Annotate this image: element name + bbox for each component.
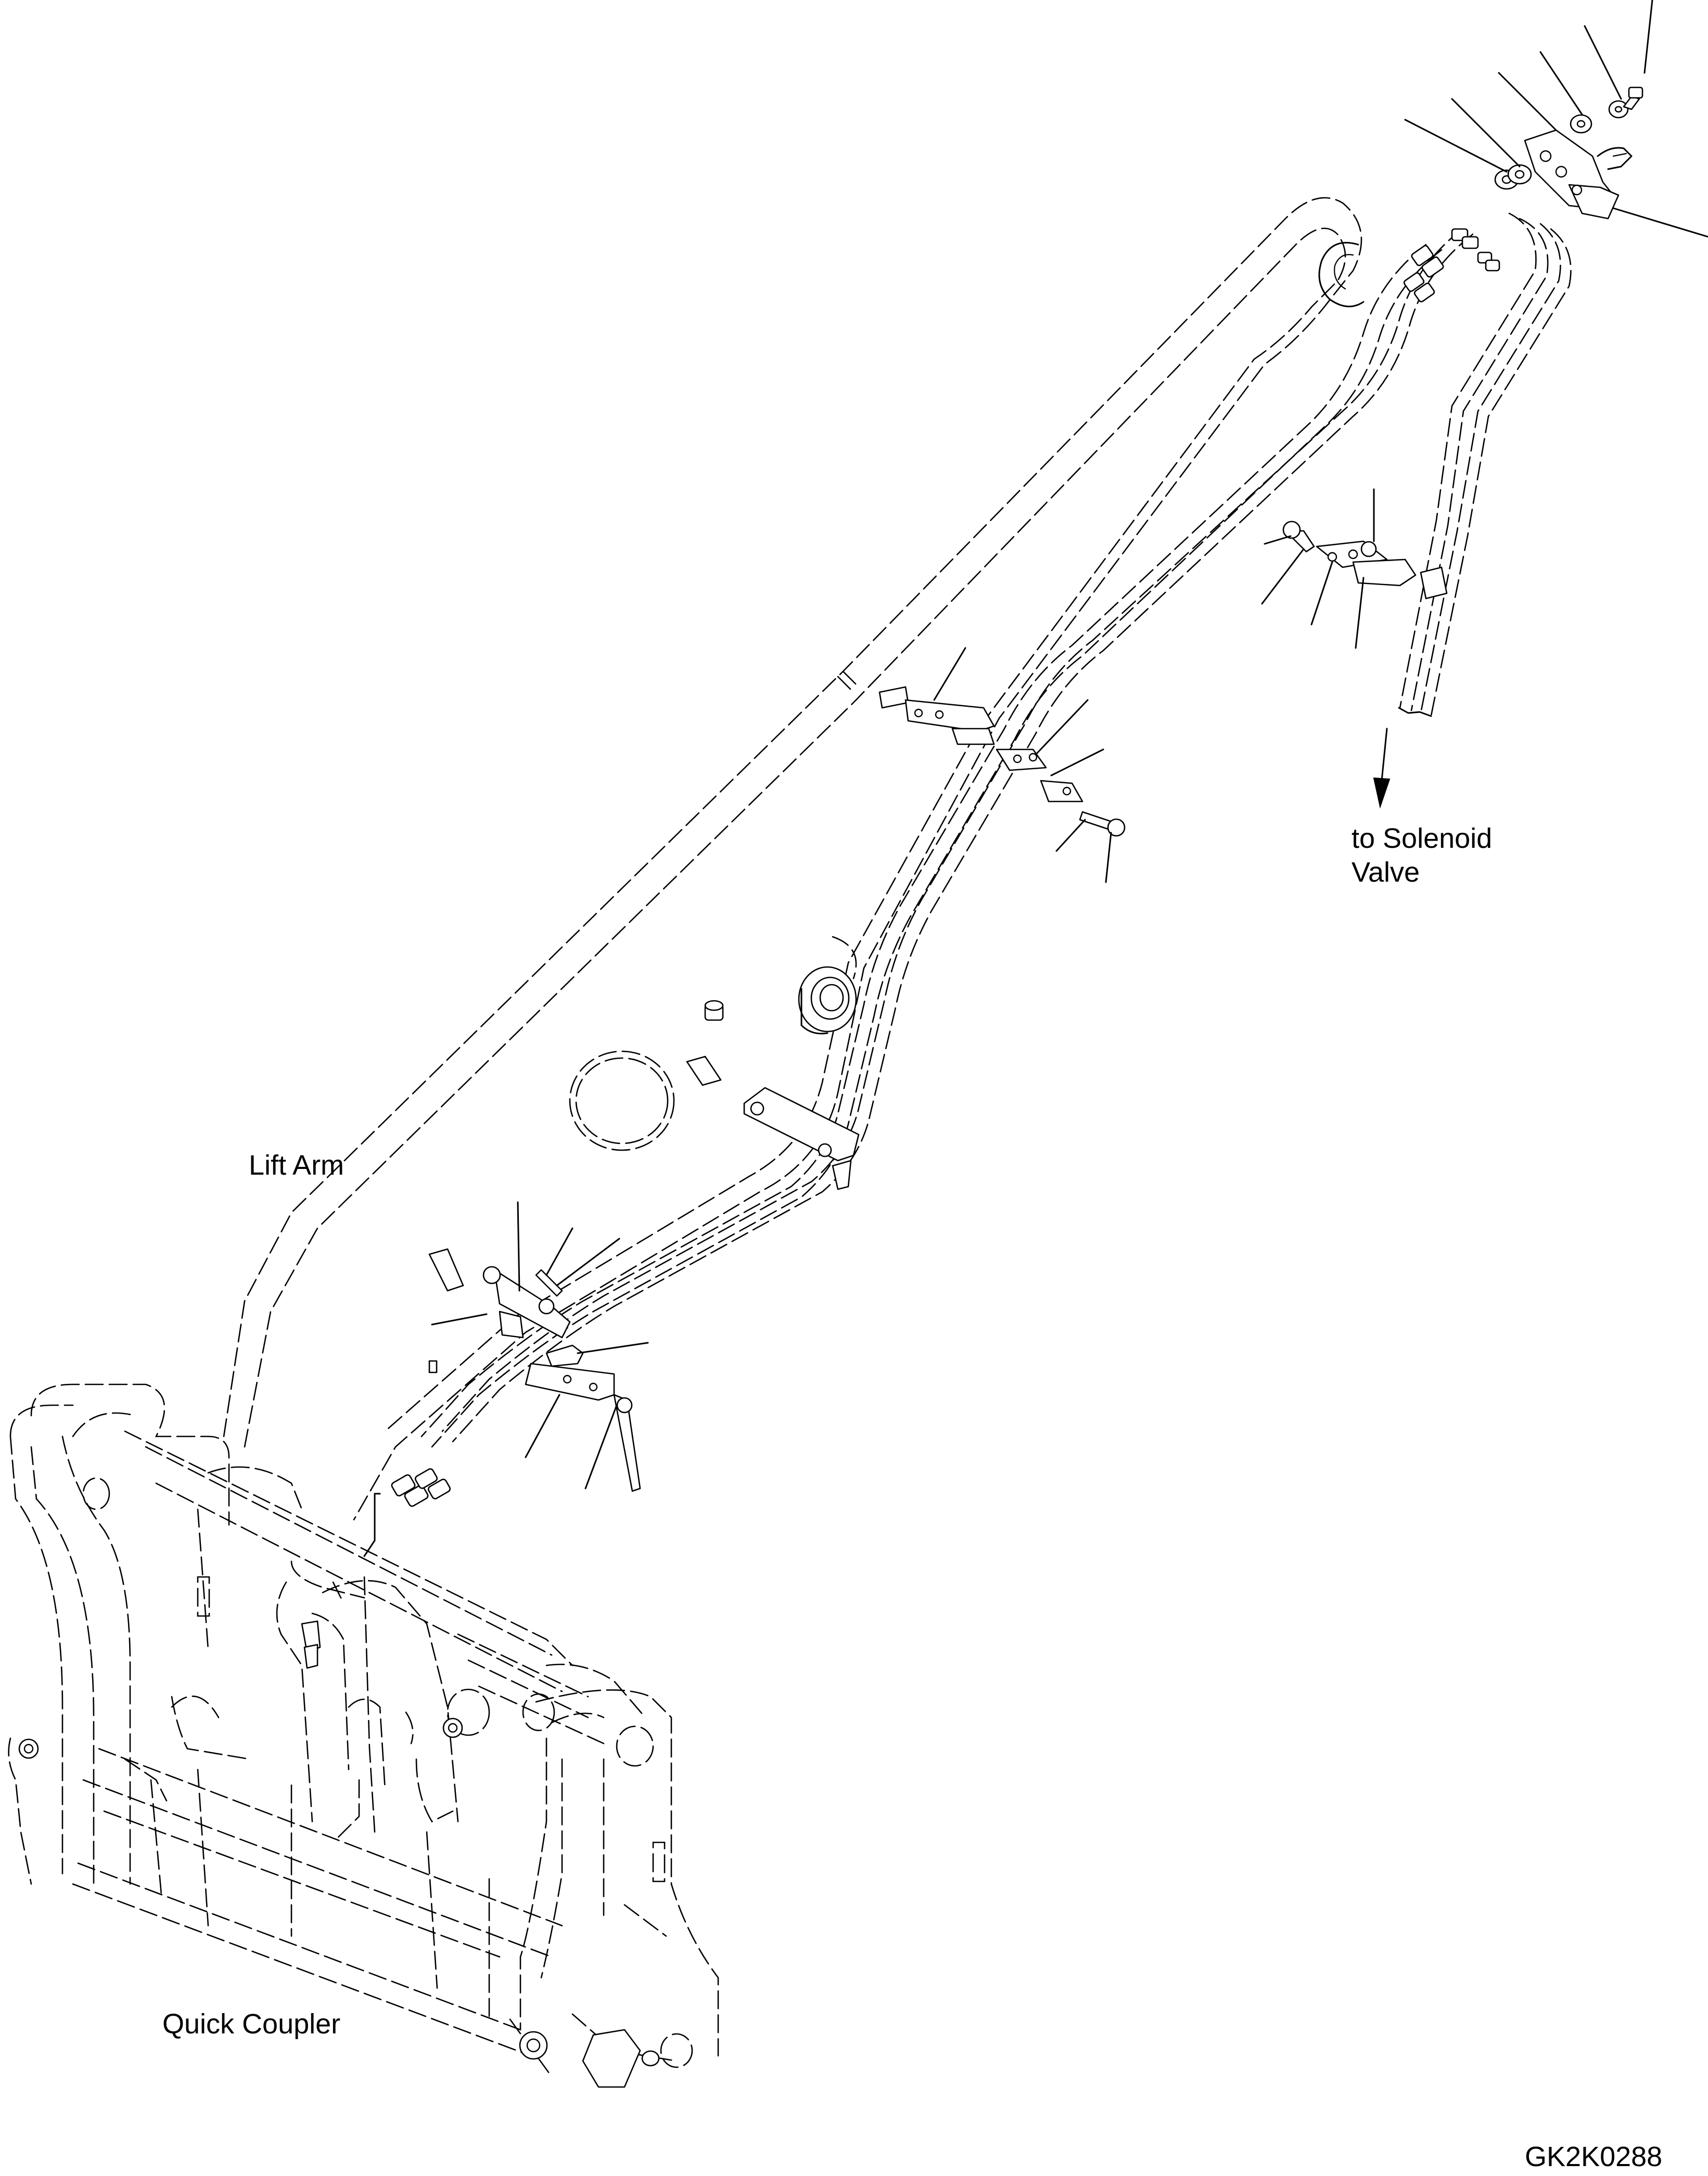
quick-coupler-outline (8, 1383, 719, 2078)
middle-pivot-bushing (798, 966, 857, 1035)
right-hose-clamp (1261, 488, 1448, 649)
lift-arm-outline (223, 197, 1362, 1521)
to-solenoid-label-line2: Valve (1352, 857, 1420, 888)
to-solenoid-arrow (1373, 728, 1391, 809)
hydraulic-hoses (420, 212, 1572, 1448)
middle-hose-clamps (878, 647, 1126, 883)
upper-hose-fittings (1403, 228, 1500, 302)
quick-coupler-label: Quick Coupler (162, 2008, 341, 2040)
top-bracket-assembly (1404, 0, 1708, 238)
quick-coupler-details (18, 1477, 693, 2088)
to-solenoid-label-line1: to Solenoid (1352, 823, 1493, 854)
lift-arm-label: Lift Arm (249, 1150, 345, 1181)
figure-code: GK2K0288 (1525, 2141, 1663, 2172)
upper-pivot-seal (1318, 241, 1365, 308)
lower-hose-fittings (363, 1468, 451, 1557)
small-bosses (428, 1000, 724, 1373)
lower-hose-clamps (428, 1201, 649, 1492)
arm-middle-clamp (743, 1087, 860, 1190)
